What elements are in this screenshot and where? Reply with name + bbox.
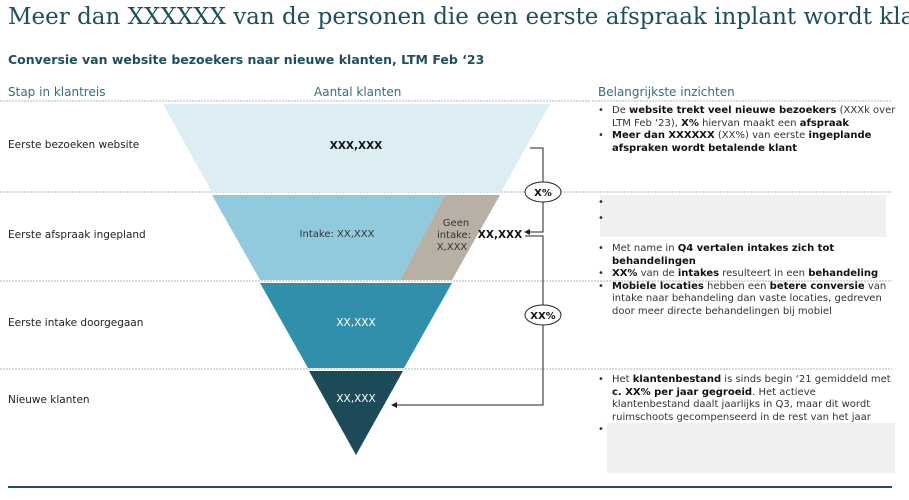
- insight-text: Het: [612, 374, 633, 385]
- redacted-box: [607, 423, 895, 473]
- insight-text: Meer dan XXXXXX: [612, 130, 715, 141]
- conversion-badge-1: [524, 181, 562, 203]
- insights-klanten: Het klantenbestand is sinds begin ‘21 ge…: [596, 374, 896, 424]
- insight-text: De: [612, 105, 630, 116]
- insight-text: Q4 vertalen intakes zich tot behandeling…: [612, 243, 835, 267]
- insight-bullet: Mobiele locaties hebben een betere conve…: [596, 281, 896, 319]
- band1-value: XXX,XXX: [330, 140, 383, 152]
- insights-website: De website trekt veel nieuwe bezoekers (…: [596, 105, 896, 155]
- insight-text: Mobiele locaties: [612, 280, 704, 292]
- funnel-band-geen-intake: [400, 195, 500, 280]
- band3-value: XX,XXX: [336, 317, 375, 329]
- insight-text: van intake naar behandeling dan vaste lo…: [612, 280, 887, 317]
- subtitle: Conversie van website bezoekers naar nie…: [8, 52, 485, 67]
- header-stage: Stap in klantreis: [8, 85, 106, 99]
- insight-text: website trekt veel nieuwe bezoekers: [629, 105, 837, 116]
- insight-text: X%: [681, 117, 699, 129]
- insight-text: XX%: [612, 268, 638, 279]
- stage-label: Eerste bezoeken website: [8, 139, 140, 151]
- intake-value: Intake: XX,XXX: [300, 229, 375, 240]
- insight-text: is sinds begin ‘21 gemiddeld met: [721, 374, 891, 385]
- insight-text: klantenbestand: [632, 374, 722, 385]
- insight-text: . Het actieve klantenbestand daalt jaarl…: [612, 386, 871, 423]
- funnel-band-intake-doorgegaan: [260, 283, 452, 368]
- band2-total: XX,XXX: [478, 229, 522, 241]
- geen-label-1: Geen: [443, 218, 469, 229]
- conversion-badge-2: [524, 304, 562, 326]
- stage-label: Nieuwe klanten: [8, 394, 90, 406]
- geen-label-2: intake:: [437, 230, 471, 241]
- funnel-band-nieuwe-klanten: [309, 371, 403, 455]
- insight-text: van de: [637, 268, 678, 279]
- insight-text: afspraak: [799, 117, 850, 129]
- redacted-bullets: [596, 197, 896, 229]
- insight-text: hebben een: [703, 280, 770, 292]
- insight-bullet: Meer dan XXXXXX (XX%) van eerste ingepla…: [596, 130, 896, 155]
- insight-bullet: XX% van de intakes resulteert in een beh…: [596, 268, 896, 281]
- insight-text: behandeling: [808, 268, 879, 279]
- header-count: Aantal klanten: [314, 85, 402, 99]
- header-insights: Belangrijkste inzichten: [598, 85, 735, 99]
- insight-text: Met name in: [612, 243, 678, 254]
- geen-value: X,XXX: [437, 242, 468, 253]
- insight-text: (XXXk over LTM Feb ‘23),: [612, 105, 896, 129]
- insight-text: (XX%) van eerste: [714, 130, 809, 141]
- insight-bullet: Het klantenbestand is sinds begin ‘21 ge…: [596, 374, 896, 424]
- insight-bullet: Met name in Q4 vertalen intakes zich tot…: [596, 243, 896, 268]
- insight-text: c. XX% per jaar gegroeid: [612, 386, 753, 398]
- page-title: Meer dan XXXXXX van de personen die een …: [8, 4, 909, 30]
- insight-text: betere conversie: [769, 280, 865, 292]
- funnel-band-intake: [212, 195, 445, 280]
- band4-value: XX,XXX: [336, 393, 375, 405]
- insight-bullet: De website trekt veel nieuwe bezoekers (…: [596, 105, 896, 130]
- insights-intake: Met name in Q4 vertalen intakes zich tot…: [596, 243, 896, 318]
- stage-label: Eerste afspraak ingepland: [8, 229, 146, 241]
- stage-label: Eerste intake doorgegaan: [8, 317, 144, 329]
- insight-text: ingeplande afspraken wordt betalende kla…: [612, 130, 872, 154]
- insight-text: hiervan maakt een: [698, 117, 800, 129]
- conversion-2: XX%: [530, 311, 555, 322]
- insight-text: resulteert in een: [719, 268, 809, 279]
- insight-text: intakes: [677, 268, 720, 279]
- funnel-band-website: [163, 104, 550, 192]
- conversion-1: X%: [534, 188, 552, 199]
